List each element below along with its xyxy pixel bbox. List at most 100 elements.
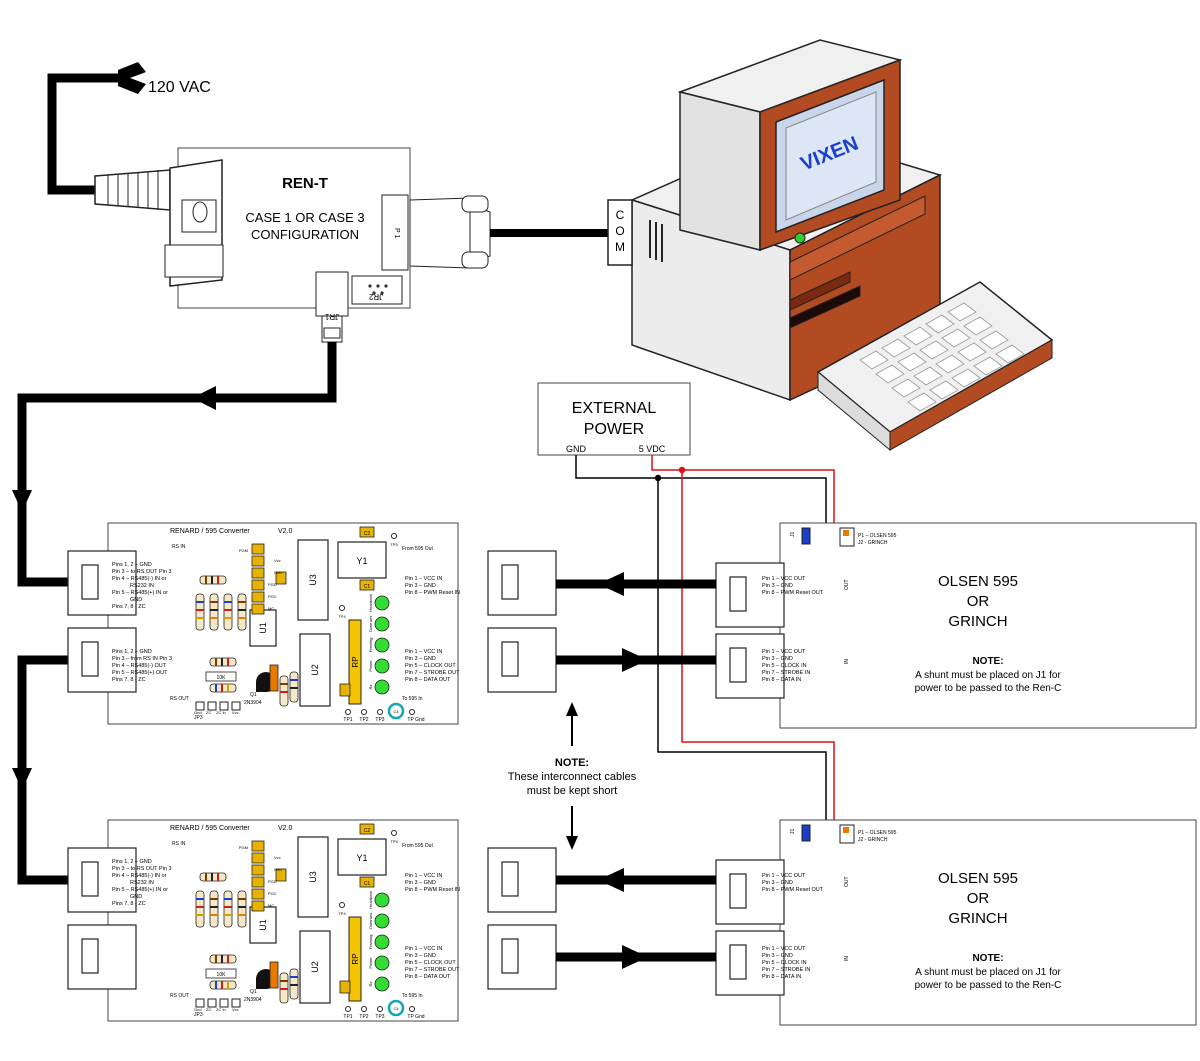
- svg-text:Pin 8 – PWM Reset OUT: Pin 8 – PWM Reset OUT: [762, 590, 824, 596]
- converter-2-c1-label: C1: [364, 881, 371, 887]
- converter-2-tp1-label: TP1: [343, 1014, 352, 1020]
- q1-label: Q1: [250, 692, 257, 698]
- rs-in-pin-list: Pins 1, 2 – GND Pin 3 – to RS OUT Pin 3 …: [112, 562, 172, 610]
- converter-2-led-power-label: Power: [368, 957, 373, 969]
- svg-text:Pin 3 – GND: Pin 3 – GND: [405, 880, 436, 886]
- svg-text:Pin 8 – PWM Reset IN: Pin 8 – PWM Reset IN: [405, 590, 460, 596]
- svg-text:Pin 8 – DATA OUT: Pin 8 – DATA OUT: [405, 974, 451, 980]
- converter-2-led-framing-label: Framing: [368, 935, 373, 950]
- olsen-1-note-line2: power to be passed to the Ren-C: [915, 683, 1062, 694]
- rp-label: RP: [351, 656, 360, 667]
- olsen-2-out-pin-list: Pin 1 – VCC OUT Pin 3 – GND Pin 8 – PWM …: [762, 873, 824, 893]
- center-note-arrows: [566, 702, 578, 850]
- olsen-2-jumper-j2: J2 - GRINCH: [858, 837, 888, 843]
- led-framing-label: Framing: [368, 638, 373, 653]
- converter-2-led-overruns-label: Overruns: [368, 913, 373, 929]
- olsen-2-in-pin-list: Pin 1 – VCC OUT Pin 3 – GND Pin 5 – CLOC…: [762, 946, 810, 980]
- converter-2-c4-label: C4: [393, 1006, 399, 1011]
- olsen-board-2: [715, 819, 1197, 1026]
- svg-text:Pin 5 – CLOCK OUT: Pin 5 – CLOCK OUT: [405, 663, 456, 669]
- olsen-2-line2: OR: [967, 890, 990, 907]
- svg-text:Pin 3 – to RS OUT Pin 3: Pin 3 – to RS OUT Pin 3: [112, 866, 172, 872]
- tp2-label: TP2: [359, 717, 368, 723]
- converter-title: RENARD / 595 Converter: [170, 528, 250, 535]
- u3-label: U3: [308, 574, 318, 586]
- converter-version: V2.0: [278, 528, 293, 535]
- svg-text:GND: GND: [130, 597, 142, 603]
- converter-2-led-rx-label: Rx: [368, 982, 373, 987]
- converter-2-jp3-pin-vcc: Vcc: [232, 1007, 239, 1012]
- svg-text:Pin 7 – STROBE IN: Pin 7 – STROBE IN: [762, 967, 810, 973]
- c1-label: C1: [364, 584, 371, 590]
- external-power-line2: POWER: [584, 421, 644, 438]
- converter-2-from595-pin-list: Pin 1 – VCC IN Pin 3 – GND Pin 8 – PWM R…: [405, 873, 460, 893]
- header-pgd-label: PGD: [268, 582, 277, 587]
- svg-text:C: C: [616, 208, 625, 222]
- svg-text:Pin 3 – to RS OUT Pin 3: Pin 3 – to RS OUT Pin 3: [112, 569, 172, 575]
- from-595-out-label: From 595 Out: [402, 546, 433, 552]
- svg-text:M: M: [615, 240, 625, 254]
- svg-text:Pin 5 – RS485(+) IN or: Pin 5 – RS485(+) IN or: [112, 887, 168, 893]
- power-label: 120 VAC: [148, 79, 211, 96]
- converter-2-to595-pin-list: Pin 1 – VCC IN Pin 3 – GND Pin 5 – CLOCK…: [405, 946, 460, 980]
- converter-2-rs-in-label: RS IN: [172, 841, 186, 847]
- olsen-2-j1: J1: [790, 829, 796, 835]
- ren-t-p1-label: P 1: [393, 228, 400, 238]
- svg-text:Pin 5 – RS485(+) IN or: Pin 5 – RS485(+) IN or: [112, 590, 168, 596]
- svg-text:Pin 3 – from RS IN Pin 3: Pin 3 – from RS IN Pin 3: [112, 656, 172, 662]
- svg-text:Pins 7, 8 - ZC: Pins 7, 8 - ZC: [112, 604, 146, 610]
- converter-2-tpgnd-label: TP Gnd: [407, 1014, 424, 1020]
- svg-text:RS232 IN: RS232 IN: [130, 583, 154, 589]
- converter-2-jp3-label: JP3: [194, 1012, 203, 1018]
- jp3-pin-gnd: Gnd: [194, 710, 202, 715]
- converter-2-rs-in-pin-list: Pins 1, 2 – GND Pin 3 – to RS OUT Pin 3 …: [112, 859, 172, 907]
- power-cord: [47, 62, 171, 211]
- converter-2-q1-label: Q1: [250, 989, 257, 995]
- converter-2-jp3-pin-zc: ZC: [206, 1007, 211, 1012]
- svg-text:Pin 3 – GND: Pin 3 – GND: [405, 953, 436, 959]
- rs-in-cable-1: [12, 342, 337, 587]
- olsen-1-jumper-j2: J2 - GRINCH: [858, 540, 888, 546]
- olsen-board-1: [715, 522, 1197, 729]
- svg-text:Pin 8 – PWM Reset OUT: Pin 8 – PWM Reset OUT: [762, 887, 824, 893]
- olsen-1-in-label: IN: [844, 659, 850, 664]
- converter-board-2: [67, 819, 557, 1022]
- olsen-2-out-label: OUT: [844, 876, 850, 887]
- svg-text:Pin 1 – VCC OUT: Pin 1 – VCC OUT: [762, 576, 806, 582]
- c2-label: C2: [364, 531, 371, 537]
- u1-label: U1: [258, 622, 268, 634]
- from595-pin-list: Pin 1 – VCC IN Pin 3 – GND Pin 8 – PWM R…: [405, 576, 460, 596]
- jp3-pin-vcc: Vcc: [232, 710, 239, 715]
- led-overruns-label: Overruns: [368, 616, 373, 632]
- converter-2-tp5-label: TP5: [390, 839, 398, 844]
- rs-chain-cable: [12, 655, 68, 885]
- svg-text:Pin 3 – GND: Pin 3 – GND: [762, 583, 793, 589]
- r-10k-label: 10K: [217, 675, 227, 681]
- olsen-2-note-title: NOTE:: [972, 953, 1003, 964]
- jp3-label: JP3: [194, 715, 203, 721]
- converter-2-header-gnd-label: Gnd: [274, 867, 282, 872]
- center-note-title: NOTE:: [555, 757, 589, 769]
- svg-text:RS232 IN: RS232 IN: [130, 880, 154, 886]
- svg-text:Pin 1 – VCC IN: Pin 1 – VCC IN: [405, 946, 442, 952]
- converter-2-title: RENARD / 595 Converter: [170, 825, 250, 832]
- svg-text:Pin 5 – CLOCK OUT: Pin 5 – CLOCK OUT: [405, 960, 456, 966]
- svg-text:Pin 4 – RS485(-) OUT: Pin 4 – RS485(-) OUT: [112, 663, 167, 669]
- svg-text:O: O: [615, 224, 624, 238]
- transistor-label: 2N3904: [244, 700, 262, 706]
- svg-text:Pin 1 – VCC IN: Pin 1 – VCC IN: [405, 873, 442, 879]
- olsen-2-note-line2: power to be passed to the Ren-C: [915, 980, 1062, 991]
- converter-2-c2-label: C2: [364, 828, 371, 834]
- converter-2-version: V2.0: [278, 825, 293, 832]
- external-power-vdc: 5 VDC: [639, 444, 666, 454]
- olsen-1-line2: OR: [967, 593, 990, 610]
- converter-2-u1-label: U1: [258, 919, 268, 931]
- svg-text:Pin 5 – CLOCK IN: Pin 5 – CLOCK IN: [762, 663, 807, 669]
- jp3-pin-zc: ZC: [206, 710, 211, 715]
- svg-text:Pin 3 – GND: Pin 3 – GND: [405, 656, 436, 662]
- ren-t-jr2-label: JR2: [368, 292, 383, 301]
- svg-text:Pin 4 – RS485(-) IN or: Pin 4 – RS485(-) IN or: [112, 873, 167, 879]
- svg-text:Pin 1 – VCC IN: Pin 1 – VCC IN: [405, 649, 442, 655]
- olsen-1-line3: GRINCH: [948, 613, 1007, 630]
